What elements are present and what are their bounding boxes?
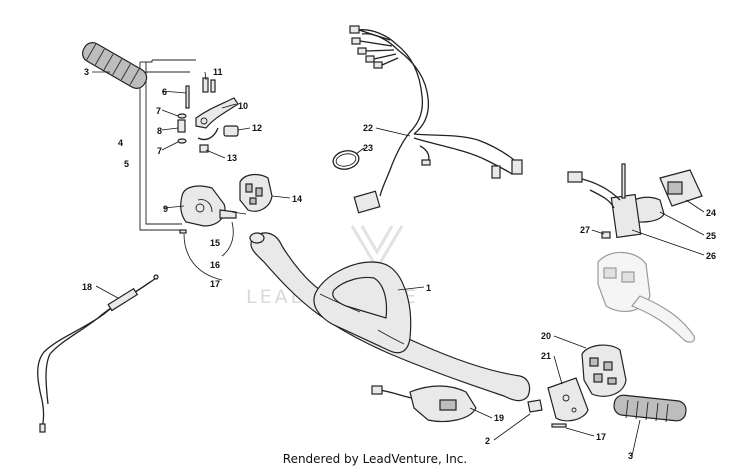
throttle-lever: [195, 97, 239, 141]
callout-4: 4: [118, 138, 123, 148]
callout-15: 15: [210, 238, 220, 248]
callout-6: 6: [162, 87, 167, 97]
callout-1: 1: [426, 283, 431, 293]
callout-14: 14: [292, 194, 302, 204]
bracket-lines: [139, 59, 196, 231]
callout-27: 27: [580, 225, 590, 235]
left-grip: [81, 42, 148, 89]
callout-16: 16: [210, 260, 220, 270]
throttle-cable: [37, 274, 159, 433]
callout-25: 25: [706, 231, 716, 241]
callout-21: 21: [541, 351, 551, 361]
watermark-logo: [350, 225, 404, 271]
callout-8: 8: [157, 126, 162, 136]
brake-switch-assembly: [567, 163, 703, 239]
callout-17-left: 17: [210, 279, 220, 289]
callout-12: 12: [252, 123, 262, 133]
right-grip: [613, 394, 687, 423]
callout-24: 24: [706, 208, 716, 218]
callout-23: 23: [363, 143, 373, 153]
callout-leaders: [92, 71, 705, 457]
callout-3-right: 3: [628, 451, 633, 461]
small-parts-15-16-17: [179, 211, 247, 281]
callout-10: 10: [238, 101, 248, 111]
callout-11: 11: [213, 67, 223, 77]
handlebar-pad: [313, 261, 412, 354]
left-switch-housing: [180, 185, 237, 227]
callout-3-left: 3: [84, 67, 89, 77]
footer-credit: Rendered by LeadVenture, Inc.: [282, 452, 468, 466]
ring-clamp: [332, 150, 360, 170]
end-plug-and-heater: [371, 385, 567, 428]
callout-17-right: 17: [596, 432, 606, 442]
callout-22: 22: [363, 123, 373, 133]
right-switch: [547, 344, 627, 422]
switch-14: [239, 173, 273, 212]
callout-labels: 11 3 6 10 7 12 8 4 7 13 5 14 9 15 16 17 …: [82, 67, 716, 461]
wiring-harness: [349, 25, 523, 214]
callout-5: 5: [124, 159, 129, 169]
switch-hardware: [177, 77, 216, 153]
callout-7-lower: 7: [157, 146, 162, 156]
brake-lever-ghost: [597, 251, 695, 343]
callout-2: 2: [485, 436, 490, 446]
callout-19: 19: [494, 413, 504, 423]
callout-7-upper: 7: [156, 106, 161, 116]
callout-20: 20: [541, 331, 551, 341]
callout-13: 13: [227, 153, 237, 163]
callout-9: 9: [163, 204, 168, 214]
callout-18: 18: [82, 282, 92, 292]
callout-26: 26: [706, 251, 716, 261]
